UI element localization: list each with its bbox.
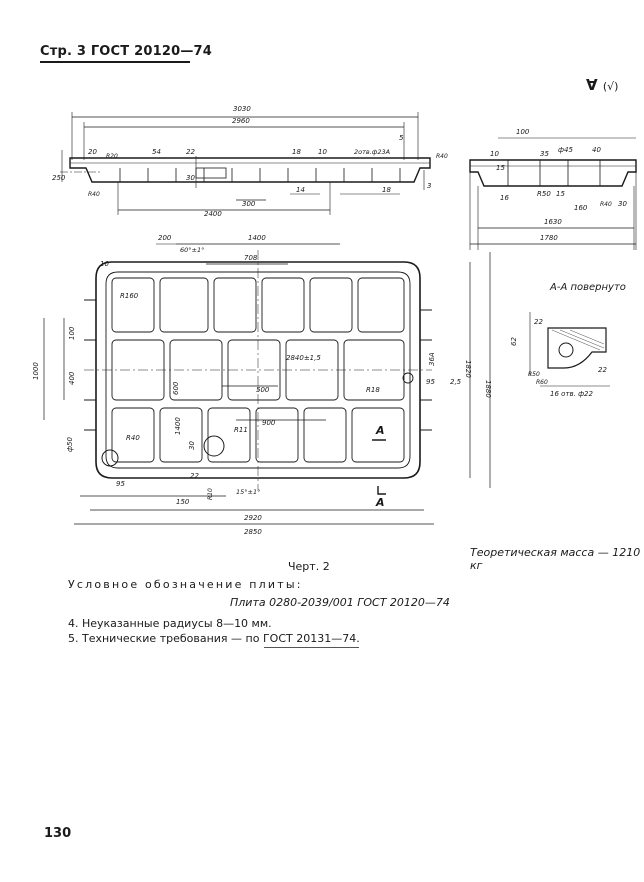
dim-14: 14	[296, 186, 305, 194]
dim-22: 22	[186, 148, 195, 156]
plan-dim-1400-v: 1400	[174, 417, 182, 435]
dim-10: 10	[318, 148, 327, 156]
drawing-caption: Черт. 2	[288, 560, 330, 573]
side-dim-40: 40	[592, 146, 601, 154]
roughness-mark: ∀ (√)	[586, 76, 618, 94]
dim-30: 30	[186, 174, 195, 182]
dim-3030: 3030	[233, 105, 251, 113]
plan-dim-2920: 2920	[244, 514, 262, 522]
section-mark-a-top: А	[375, 424, 385, 437]
dim-5: 5	[399, 134, 404, 142]
side-dim-100: 100	[516, 128, 530, 136]
plan-dim-36a: 36А	[428, 352, 436, 366]
section-dim-r50: R50	[528, 371, 540, 378]
section-title: А-А повернуто	[549, 282, 626, 293]
page-header: Стр. 3 ГОСТ 20120—74	[40, 44, 213, 59]
dim-2400: 2400	[204, 210, 222, 218]
dim-18-lower: 18	[382, 186, 391, 194]
end-rule	[264, 647, 359, 648]
dim-20: 20	[88, 148, 97, 156]
plan-dim-900: 900	[262, 419, 276, 427]
front-elevation-view: 3030 2960 20 R20 54 22 18 10 2отв.ф23А 5…	[52, 105, 448, 218]
plan-dim-400: 400	[68, 371, 76, 385]
section-dim-62: 62	[510, 337, 518, 346]
plan-dim-600: 600	[172, 381, 180, 395]
side-dim-15b: 15	[556, 190, 565, 198]
plan-dim-95: 95	[116, 480, 125, 488]
plan-dim-2850: 2850	[244, 528, 262, 536]
page-number: 130	[44, 826, 72, 841]
section-dim-r60: R60	[536, 379, 548, 386]
plan-dim-200: 200	[158, 234, 172, 242]
side-dim-r40: R40	[600, 201, 612, 208]
dim-r40-left: R40	[88, 191, 100, 198]
plan-dim-r11: R11	[234, 426, 248, 434]
plan-dim-angle-60: 60°±1°	[180, 246, 204, 254]
side-dim-15: 15	[496, 164, 505, 172]
side-dim-45: ф45	[558, 146, 573, 154]
section-holes: 16 отв. ф22	[550, 390, 594, 398]
plan-dim-95-right: 95	[426, 378, 435, 386]
plan-view: 200 1400 60°±1° 708 10 R160 1000 100 400…	[32, 234, 492, 536]
plan-dim-1000: 1000	[32, 362, 40, 380]
plan-dim-500: 500	[256, 386, 270, 394]
plan-dim-22: 22	[190, 472, 199, 480]
dim-r40-right: R40	[436, 153, 448, 160]
plan-dim-r10: R10	[207, 488, 214, 500]
side-dim-1780: 1780	[540, 234, 558, 242]
note-4: 4. Неуказанные радиусы 8—10 мм.	[68, 617, 272, 630]
dim-250: 250	[52, 174, 66, 182]
dim-18: 18	[292, 148, 301, 156]
dim-r20: R20	[106, 153, 118, 160]
section-mark-a-bottom: А	[375, 496, 385, 509]
side-view: 10 15 100 35 ф45 40 16 R50 15 160 R40 30…	[469, 128, 637, 250]
plan-dim-2-5: 2,5	[450, 378, 462, 386]
designation-label: Условное обозначение плиты:	[68, 578, 303, 591]
side-dim-16: 16	[500, 194, 509, 202]
side-dim-35: 35	[540, 150, 549, 158]
plan-dim-708: 708	[244, 254, 258, 262]
plan-dim-angle-15: 15°±1°	[236, 488, 260, 496]
designation-example: Плита 0280-2039/001 ГОСТ 20120—74	[230, 596, 450, 609]
side-dim-1630: 1630	[544, 218, 562, 226]
side-dim-10: 10	[490, 150, 499, 158]
dim-3: 3	[427, 182, 431, 190]
note-5: 5. Технические требования — по ГОСТ 2013…	[68, 632, 360, 645]
plan-dim-r160: R160	[120, 292, 139, 300]
plan-dim-2840: 2840±1,5	[286, 354, 321, 362]
plan-dim-d50: ф50	[66, 437, 74, 452]
side-dim-160: 160	[574, 204, 588, 212]
plan-dim-100: 100	[68, 326, 76, 340]
side-dim-r50: R50	[537, 190, 551, 198]
dim-2960: 2960	[232, 117, 250, 125]
dim-54: 54	[152, 148, 161, 156]
plan-dim-r18: R18	[366, 386, 380, 394]
section-a-a: А-А повернуто 22 62 R50 R60 22 16 отв. ф…	[510, 282, 626, 398]
plan-dim-30: 30	[188, 441, 196, 450]
dim-300: 300	[242, 200, 256, 208]
section-dim-22: 22	[534, 318, 543, 326]
side-dim-30: 30	[618, 200, 627, 208]
dim-holes-top: 2отв.ф23А	[354, 148, 390, 156]
roughness-suffix: (√)	[602, 80, 619, 93]
plan-dim-r40: R40	[126, 434, 140, 442]
roughness-symbol: ∀	[586, 76, 598, 94]
theoretical-mass: Теоретическая масса — 1210 кг	[470, 546, 641, 572]
section-dim-22b: 22	[598, 366, 607, 374]
plan-dim-1880: 1880	[484, 380, 492, 398]
plan-dim-1820: 1820	[464, 360, 472, 378]
plan-dim-1400: 1400	[248, 234, 266, 242]
plan-dim-150: 150	[176, 498, 190, 506]
plan-dim-10: 10	[100, 260, 109, 268]
header-rule	[40, 61, 190, 63]
